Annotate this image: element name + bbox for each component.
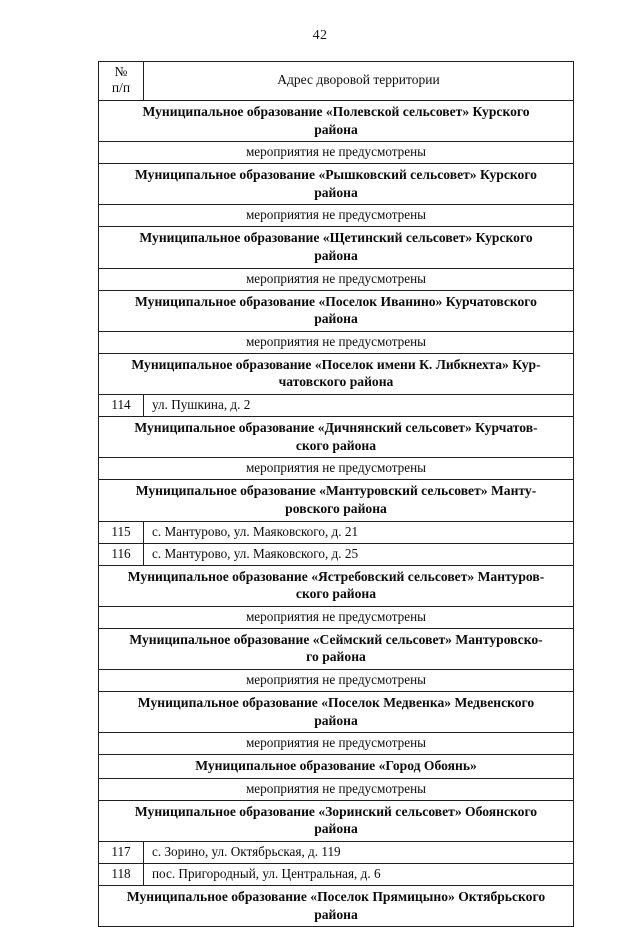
table-row-no-measures-note: мероприятия не предусмотрены	[98, 669, 574, 692]
group-heading-cell: Муниципальное образование «Ястребовский …	[98, 564, 574, 607]
entry-address-cell: ул. Пушкина, д. 2	[143, 394, 574, 418]
table-row-no-measures-note: мероприятия не предусмотрены	[98, 457, 574, 481]
entry-number-cell: 115	[98, 520, 144, 544]
table-row-no-measures-note: мероприятия не предусмотрены	[98, 330, 574, 354]
group-heading-line-1: Муниципальное образование «Дичнянский се…	[134, 420, 538, 436]
table-row-group-heading: Муниципальное образование «Сеймский сель…	[98, 627, 574, 671]
table-row-group-heading: Муниципальное образование «Поселок Прями…	[98, 884, 574, 927]
entry-number-cell: 116	[98, 542, 144, 566]
group-heading-line-2: чатовского района	[278, 374, 394, 390]
group-heading-line-1: Муниципальное образование «Щетинский сел…	[139, 230, 533, 246]
group-heading-line-2: района	[314, 184, 358, 200]
table-row-group-heading: Муниципальное образование «Щетинский сел…	[98, 226, 574, 269]
group-heading-line-1: Муниципальное образование «Рышковский се…	[135, 167, 537, 183]
group-heading-line-2: ровского района	[285, 500, 387, 516]
header-cell-number: № п/п	[98, 61, 144, 101]
table-row-group-heading: Муниципальное образование «Полевской сел…	[98, 99, 574, 143]
group-heading-line-1: Муниципальное образование «Сеймский сель…	[129, 631, 543, 647]
table-row-group-heading: Муниципальное образование «Дичнянский се…	[98, 416, 574, 459]
entry-number-cell: 117	[98, 840, 144, 864]
table-row-no-measures-note: мероприятия не предусмотрены	[98, 267, 574, 291]
table-row-no-measures-note: мероприятия не предусмотрены	[98, 777, 574, 801]
no-measures-note-cell: мероприятия не предусмотрены	[98, 777, 574, 801]
entry-address-cell: пос. Пригородный, ул. Центральная, д. 6	[143, 862, 574, 886]
no-measures-note-cell: мероприятия не предусмотрены	[98, 669, 574, 692]
group-heading-line-2: го района	[306, 649, 366, 665]
entry-number-cell: 118	[98, 862, 144, 886]
courtyard-territories-table-wrapper: № п/п Адрес дворовой территории Муниципа…	[98, 61, 574, 927]
group-heading-line-1: Муниципальное образование «Ястребовский …	[127, 568, 545, 584]
group-heading-line-1: Муниципальное образование «Поселок имени…	[131, 356, 541, 372]
group-heading-cell: Муниципальное образование «Сеймский сель…	[98, 627, 574, 671]
group-heading-line-2: района	[314, 247, 358, 263]
group-heading-line-1: Муниципальное образование «Поселок Медве…	[137, 694, 535, 710]
table-body: № п/п Адрес дворовой территории Муниципа…	[98, 61, 574, 927]
no-measures-note-cell: мероприятия не предусмотрены	[98, 605, 574, 629]
group-heading-line-2: района	[314, 821, 358, 837]
table-row-group-heading: Муниципальное образование «Город Обоянь»	[98, 754, 574, 779]
entry-address-cell: с. Зорино, ул. Октябрьская, д. 119	[143, 840, 574, 864]
table-row-group-heading: Муниципальное образование «Рышковский се…	[98, 163, 574, 206]
group-heading-cell: Муниципальное образование «Мантуровский …	[98, 479, 574, 522]
group-heading-line-1: Муниципальное образование «Город Обоянь»	[195, 758, 477, 774]
group-heading-line-1: Муниципальное образование «Полевской сел…	[142, 103, 530, 119]
courtyard-territories-table: № п/п Адрес дворовой территории Муниципа…	[98, 61, 574, 927]
group-heading-cell: Муниципальное образование «Поселок Прями…	[98, 884, 574, 927]
entry-address-cell: с. Мантурово, ул. Маяковского, д. 21	[143, 520, 574, 544]
no-measures-note-cell: мероприятия не предусмотрены	[98, 457, 574, 481]
no-measures-note-cell: мероприятия не предусмотрены	[98, 141, 574, 165]
header-number-line1: №	[114, 64, 128, 79]
no-measures-note-cell: мероприятия не предусмотрены	[98, 732, 574, 756]
table-row-group-heading: Муниципальное образование «Поселок имени…	[98, 352, 574, 396]
group-heading-line-2: ского района	[295, 586, 377, 602]
table-row-group-heading: Муниципальное образование «Ястребовский …	[98, 564, 574, 607]
no-measures-note-cell: мероприятия не предусмотрены	[98, 267, 574, 291]
group-heading-line-2: ского района	[295, 437, 377, 453]
group-heading-cell: Муниципальное образование «Поселок имени…	[98, 352, 574, 396]
group-heading-cell: Муниципальное образование «Поселок Ивани…	[98, 289, 574, 332]
table-row-no-measures-note: мероприятия не предусмотрены	[98, 732, 574, 756]
group-heading-cell: Муниципальное образование «Поселок Медве…	[98, 690, 574, 734]
group-heading-line-2: района	[314, 121, 358, 137]
group-heading-cell: Муниципальное образование «Город Обоянь»	[98, 754, 574, 779]
table-row-group-heading: Муниципальное образование «Мантуровский …	[98, 479, 574, 522]
group-heading-cell: Муниципальное образование «Рышковский се…	[98, 163, 574, 206]
table-header-row: № п/п Адрес дворовой территории	[98, 61, 574, 101]
group-heading-cell: Муниципальное образование «Зоринский сел…	[98, 799, 574, 842]
page-number: 42	[312, 28, 328, 43]
header-number-line2: п/п	[111, 80, 131, 96]
group-heading-line-2: района	[314, 712, 358, 728]
header-cell-address: Адрес дворовой территории	[143, 61, 574, 101]
table-row-group-heading: Муниципальное образование «Зоринский сел…	[98, 799, 574, 842]
table-row-group-heading: Муниципальное образование «Поселок Медве…	[98, 690, 574, 734]
group-heading-line-1: Муниципальное образование «Мантуровский …	[135, 483, 537, 499]
table-row-no-measures-note: мероприятия не предусмотрены	[98, 204, 574, 228]
group-heading-cell: Муниципальное образование «Щетинский сел…	[98, 226, 574, 269]
document-page: 42 № п/п Адрес дворовой территории Муниц…	[98, 28, 574, 927]
table-row-group-heading: Муниципальное образование «Поселок Ивани…	[98, 289, 574, 332]
group-heading-line-1: Муниципальное образование «Поселок Прями…	[126, 888, 546, 904]
group-heading-line-2: района	[314, 311, 358, 327]
group-heading-line-1: Муниципальное образование «Поселок Ивани…	[135, 293, 537, 309]
group-heading-line-2: района	[314, 906, 358, 922]
group-heading-cell: Муниципальное образование «Полевской сел…	[98, 99, 574, 143]
table-row-no-measures-note: мероприятия не предусмотрены	[98, 605, 574, 629]
no-measures-note-cell: мероприятия не предусмотрены	[98, 204, 574, 228]
no-measures-note-cell: мероприятия не предусмотрены	[98, 330, 574, 354]
group-heading-cell: Муниципальное образование «Дичнянский се…	[98, 416, 574, 459]
entry-number-cell: 114	[98, 394, 144, 418]
table-row-no-measures-note: мероприятия не предусмотрены	[98, 141, 574, 165]
group-heading-line-1: Муниципальное образование «Зоринский сел…	[134, 803, 538, 819]
entry-address-cell: с. Мантурово, ул. Маяковского, д. 25	[143, 542, 574, 566]
